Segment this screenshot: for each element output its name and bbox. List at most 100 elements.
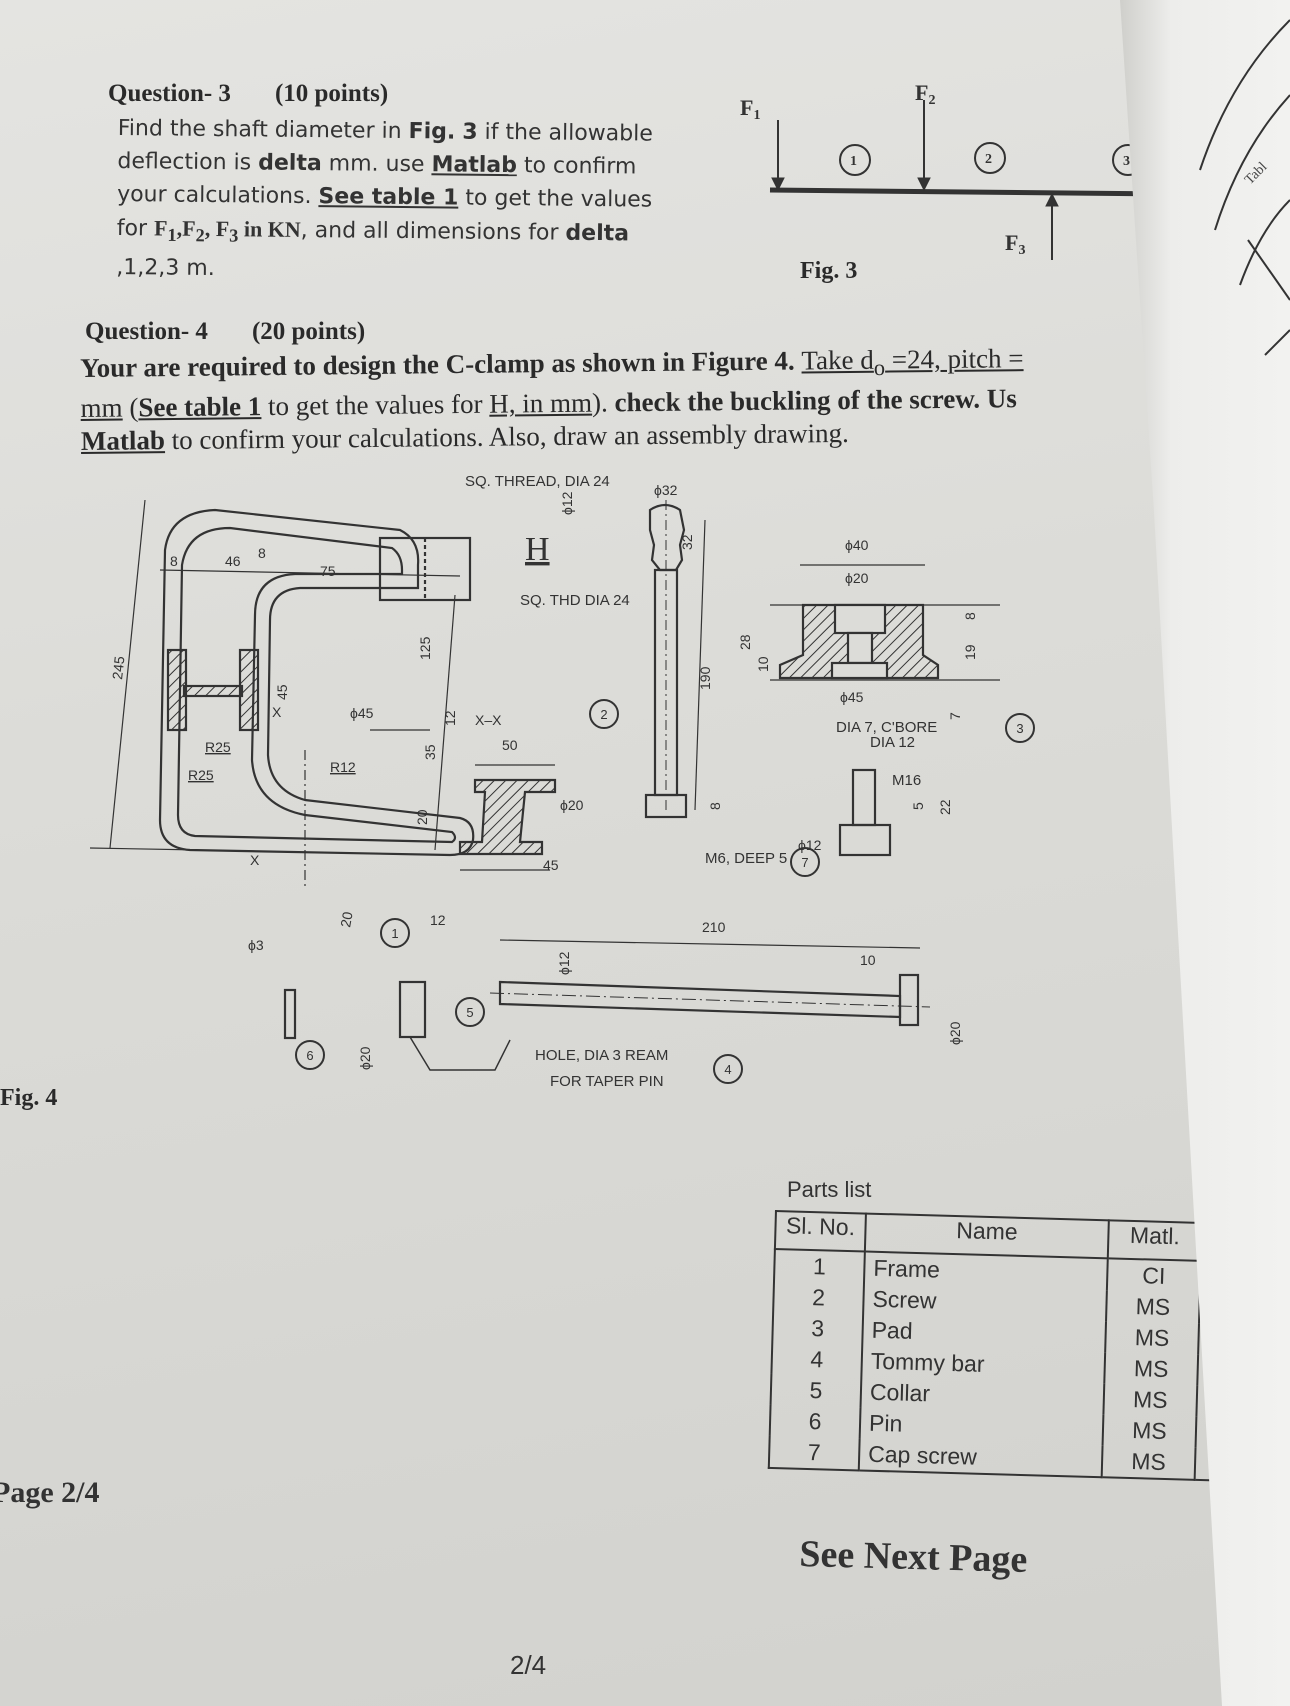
svg-text:ϕ20: ϕ20	[845, 570, 869, 586]
cell-no: 1	[774, 1249, 865, 1284]
svg-text:R12: R12	[330, 759, 356, 775]
svg-text:R25: R25	[188, 767, 214, 783]
svg-text:2: 2	[985, 152, 992, 167]
section-label: X–X	[475, 712, 502, 728]
figure-3-beam: F1 F2 F3 1 2 3	[740, 80, 1171, 260]
cell-no: 7	[768, 1435, 860, 1471]
question-3-title: Question- 3	[108, 80, 231, 107]
question-4-header: Question- 4 (20 points)	[85, 318, 365, 346]
question-4-title: Question- 4	[85, 318, 208, 345]
next-page-table-label: Tabl	[1242, 160, 1270, 188]
svg-text:75: 75	[320, 563, 336, 579]
question-3-points: (10 points)	[274, 80, 389, 107]
svg-text:ϕ12: ϕ12	[559, 491, 575, 515]
cell-no: 5	[770, 1373, 862, 1408]
svg-text:12: 12	[442, 710, 458, 726]
svg-text:8: 8	[707, 802, 723, 810]
question-4-points: (20 points)	[251, 318, 366, 345]
svg-text:20: 20	[337, 910, 355, 928]
page-number-center: 2/4	[510, 1650, 547, 1680]
balloon-1: 1	[391, 926, 398, 941]
svg-text:ϕ20: ϕ20	[947, 1021, 963, 1045]
svg-text:ϕ3: ϕ3	[248, 937, 264, 953]
cell-no: 2	[773, 1281, 864, 1315]
figure-4-label: Fig. 4	[0, 1085, 58, 1111]
svg-text:ϕ45: ϕ45	[840, 689, 864, 705]
balloon-4: 4	[724, 1062, 731, 1077]
svg-text:5: 5	[910, 802, 926, 810]
force-f1-label: F1	[740, 95, 760, 123]
figure-3-label: Fig. 3	[800, 258, 858, 284]
svg-text:3: 3	[1123, 154, 1130, 169]
svg-text:190: 190	[697, 666, 713, 690]
svg-text:125: 125	[417, 636, 433, 660]
cell-no: 3	[772, 1311, 864, 1346]
balloon-3: 3	[1016, 721, 1023, 736]
svg-text:8: 8	[258, 545, 266, 561]
callout-sq-thd: SQ. THD DIA 24	[520, 592, 630, 609]
q3-line: for F1,F2, F3 in KN, and all dimensions …	[116, 215, 630, 247]
svg-text:8: 8	[962, 612, 978, 620]
svg-text:R25: R25	[205, 739, 231, 755]
cell-material: CI	[1106, 1258, 1201, 1293]
svg-text:45: 45	[543, 857, 559, 873]
balloon-6: 6	[306, 1048, 313, 1063]
svg-text:ϕ45: ϕ45	[350, 705, 374, 721]
svg-text:50: 50	[502, 737, 518, 753]
svg-text:ϕ32: ϕ32	[654, 482, 678, 498]
cell-material: MS	[1104, 1352, 1199, 1386]
svg-text:19: 19	[962, 644, 978, 660]
svg-text:ϕ20: ϕ20	[357, 1046, 373, 1070]
h-label: H	[525, 531, 550, 568]
callout-sq-thread: SQ. THREAD, DIA 24	[465, 473, 610, 490]
svg-text:X: X	[250, 852, 260, 868]
callout-m6: M6, DEEP 5	[705, 850, 787, 867]
svg-text:28: 28	[737, 634, 753, 650]
svg-text:10: 10	[860, 952, 876, 968]
svg-text:35: 35	[422, 744, 438, 760]
svg-text:20: 20	[414, 809, 430, 825]
cell-material: MS	[1102, 1414, 1197, 1448]
question-3-header: Question- 3 (10 points)	[108, 80, 388, 108]
callout-dia7: DIA 7, C'BORE	[836, 719, 937, 736]
question-4-body: Your are required to design the C-clamp …	[80, 342, 1024, 458]
svg-text:8: 8	[170, 553, 178, 569]
balloon-5: 5	[466, 1005, 473, 1020]
svg-text:ϕ40: ϕ40	[845, 537, 869, 553]
cell-no: 6	[769, 1404, 861, 1439]
callout-hole-line2: FOR TAPER PIN	[550, 1073, 664, 1090]
header-material: Matl.	[1107, 1220, 1202, 1261]
svg-text:ϕ12: ϕ12	[556, 951, 572, 975]
cell-name: Cap screw	[858, 1438, 1103, 1478]
cell-material: MS	[1106, 1290, 1200, 1324]
balloon-7: 7	[801, 855, 808, 870]
header-sl-no: Sl. No.	[774, 1211, 866, 1252]
callout-m16: M16	[892, 772, 921, 789]
svg-text:ϕ20: ϕ20	[560, 797, 584, 813]
cell-material: MS	[1105, 1321, 1199, 1355]
svg-text:32: 32	[679, 534, 695, 550]
cell-material: MS	[1101, 1445, 1196, 1480]
callout-dia12: DIA 12	[870, 734, 915, 751]
parts-list-title: Parts list	[787, 1177, 872, 1202]
cell-no: 4	[771, 1342, 863, 1377]
svg-text:ϕ12: ϕ12	[798, 837, 822, 853]
svg-text:7: 7	[947, 712, 963, 720]
force-f3-label: F3	[1005, 230, 1025, 258]
page-number-left: Page 2/4	[0, 1476, 100, 1509]
see-next-page: See Next Page	[798, 1532, 1028, 1581]
svg-text:210: 210	[702, 919, 726, 935]
q3-line: ,1,2,3 m.	[116, 255, 215, 282]
svg-text:1: 1	[850, 154, 857, 169]
callout-hole-line1: HOLE, DIA 3 REAM	[535, 1047, 668, 1064]
svg-text:10: 10	[755, 656, 771, 672]
svg-text:45: 45	[274, 684, 290, 700]
svg-text:46: 46	[225, 553, 241, 569]
balloon-2: 2	[600, 707, 607, 722]
svg-text:12: 12	[430, 912, 446, 928]
dim-245: 245	[109, 655, 127, 680]
question-3-body: Find the shaft diameter in Fig. 3 if the…	[116, 112, 718, 291]
next-page-table-edge: Tabl	[1199, 19, 1290, 356]
